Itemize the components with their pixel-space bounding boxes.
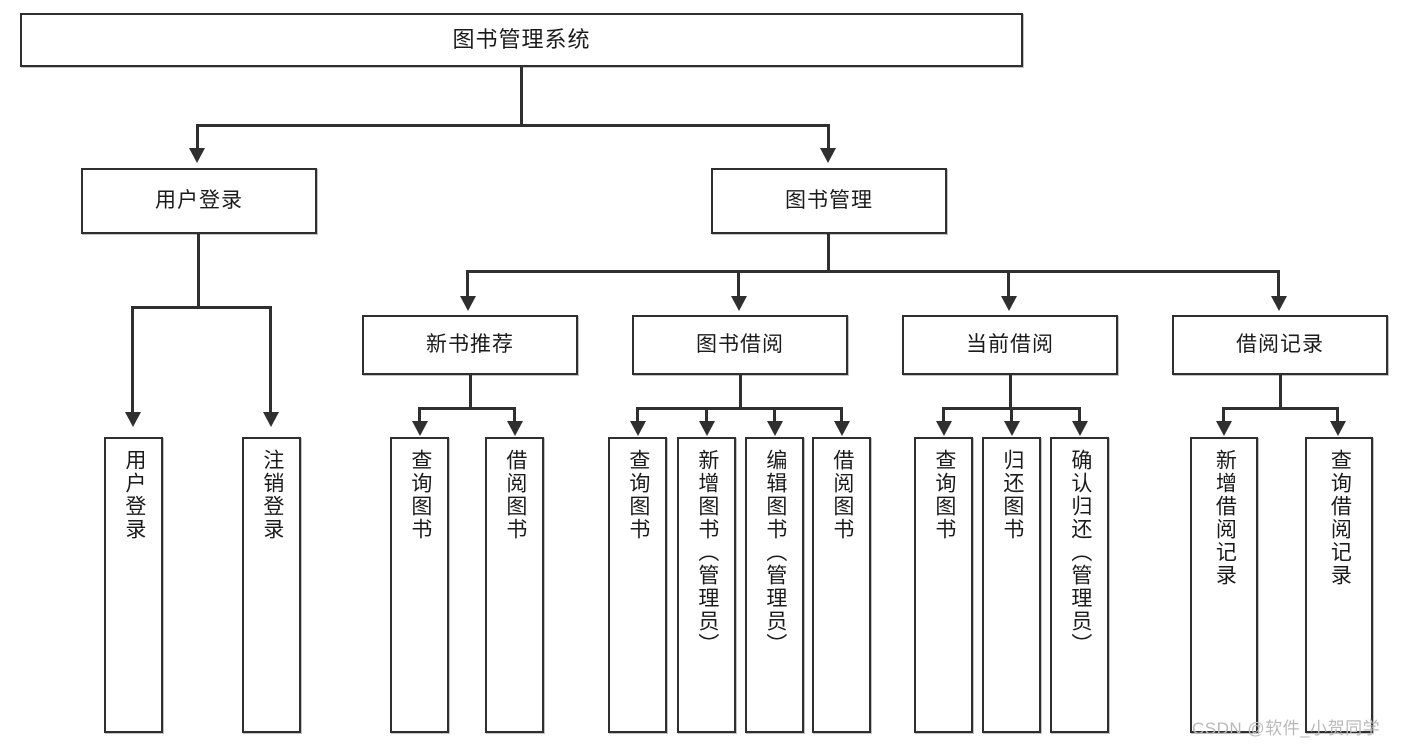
arrowhead-borrow-to-leaf3 [767,421,783,436]
node-label: 查询借阅记录 [1328,449,1352,587]
arrowhead-login-to-leaf1 [125,412,141,427]
node-label: 用户登录 [155,188,243,212]
arrowhead-current-to-leaf2 [1004,421,1020,436]
arrowhead-newbook-to-leaf2 [507,421,523,436]
connector-login-to-leaf2 [269,306,272,414]
connector-bookmgmt-bar [466,270,1280,273]
arrowhead-current-to-leaf3 [1072,421,1088,436]
node-label: 图书管理 [785,188,873,212]
connector-bookmgmt-to-record [1277,270,1280,298]
connector-newbook-bar [418,407,516,410]
node-borrow-record[interactable]: 借阅记录 [1172,315,1388,375]
arrowhead-root-to-login [189,148,205,163]
connector-borrow-bar [636,407,843,410]
connector-current-stem [1009,375,1012,409]
arrowhead-login-to-leaf2 [263,412,279,427]
node-label: 编辑图书（管理员） [763,449,787,656]
node-label: 图书管理系统 [452,27,591,53]
node-label: 当前借阅 [966,332,1054,356]
arrowhead-bookmgmt-to-newbook [460,296,476,311]
leaf-borrow-edit-book-admin[interactable]: 编辑图书（管理员） [745,437,804,733]
connector-borrow-to-leaf4 [840,407,843,423]
arrowhead-record-to-leaf2 [1330,421,1346,436]
connector-bookmgmt-to-current [1007,270,1010,298]
arrowhead-bookmgmt-to-current [1001,296,1017,311]
node-label: 新增图书（管理员） [695,449,719,656]
connector-bookmgmt-to-borrow [737,270,740,298]
node-label: 查询图书 [408,449,432,541]
node-root-system[interactable]: 图书管理系统 [20,13,1023,67]
node-label: 借阅图书 [830,449,854,541]
connector-record-to-leaf1 [1222,407,1225,423]
leaf-current-return-book[interactable]: 归还图书 [982,437,1041,733]
leaf-current-confirm-return-admin[interactable]: 确认归还（管理员） [1050,437,1109,733]
leaf-borrow-add-book-admin[interactable]: 新增图书（管理员） [677,437,736,733]
connector-bookmgmt-to-newbook [466,270,469,298]
leaf-newbook-borrow-book[interactable]: 借阅图书 [485,437,544,733]
arrowhead-record-to-leaf1 [1216,421,1232,436]
node-label: 查询图书 [932,449,956,541]
leaf-borrow-query-book[interactable]: 查询图书 [608,437,667,733]
leaf-logout[interactable]: 注销登录 [242,437,301,733]
arrowhead-bookmgmt-to-borrow [731,296,747,311]
connector-current-to-leaf3 [1078,407,1081,423]
connector-current-to-leaf1 [942,407,945,423]
node-label: 注销登录 [260,449,284,541]
node-label: 图书借阅 [696,332,784,356]
node-new-book-recommend[interactable]: 新书推荐 [362,315,578,375]
connector-borrow-to-leaf3 [773,407,776,423]
leaf-user-login[interactable]: 用户登录 [104,437,163,733]
leaf-borrow-borrow-book[interactable]: 借阅图书 [812,437,871,733]
arrowhead-root-to-bookmgmt [820,148,836,163]
connector-newbook-to-leaf1 [418,407,421,423]
connector-login-to-leaf1 [131,306,134,414]
node-book-management[interactable]: 图书管理 [711,168,947,234]
arrowhead-newbook-to-leaf1 [412,421,428,436]
connector-root-to-login [196,124,199,150]
connector-record-stem [1279,375,1282,409]
connector-record-to-leaf2 [1336,407,1339,423]
connector-newbook-to-leaf2 [513,407,516,423]
node-current-borrow[interactable]: 当前借阅 [902,315,1118,375]
connector-borrow-to-leaf1 [636,407,639,423]
connector-record-bar [1222,407,1339,410]
node-label: 借阅图书 [503,449,527,541]
connector-newbook-stem [469,375,472,409]
leaf-record-add-record[interactable]: 新增借阅记录 [1190,437,1258,733]
connector-root-bar [196,124,830,127]
connector-root-to-bookmgmt [827,124,830,150]
connector-login-bar [131,306,269,309]
node-book-borrow[interactable]: 图书借阅 [632,315,848,375]
node-label: 新增借阅记录 [1213,449,1237,587]
arrowhead-borrow-to-leaf4 [834,421,850,436]
connector-borrow-to-leaf2 [705,407,708,423]
arrowhead-borrow-to-leaf2 [699,421,715,436]
csdn-watermark: CSDN @软件_小贺同学 [1192,719,1381,738]
connector-root-stem [520,67,523,125]
connector-borrow-stem [739,375,742,409]
connector-login-stem [197,234,200,309]
connector-current-to-leaf2 [1010,407,1013,423]
node-label: 确认归还（管理员） [1068,449,1092,656]
leaf-newbook-query-book[interactable]: 查询图书 [390,437,449,733]
node-label: 用户登录 [122,449,146,541]
arrowhead-current-to-leaf1 [936,421,952,436]
leaf-record-query-record[interactable]: 查询借阅记录 [1305,437,1373,733]
connector-bookmgmt-stem [827,234,830,272]
node-user-login[interactable]: 用户登录 [81,168,317,234]
node-label: 归还图书 [1000,449,1024,541]
arrowhead-bookmgmt-to-record [1271,296,1287,311]
arrowhead-borrow-to-leaf1 [630,421,646,436]
node-label: 借阅记录 [1236,332,1324,356]
node-label: 新书推荐 [426,332,514,356]
node-label: 查询图书 [626,449,650,541]
leaf-current-query-book[interactable]: 查询图书 [914,437,973,733]
